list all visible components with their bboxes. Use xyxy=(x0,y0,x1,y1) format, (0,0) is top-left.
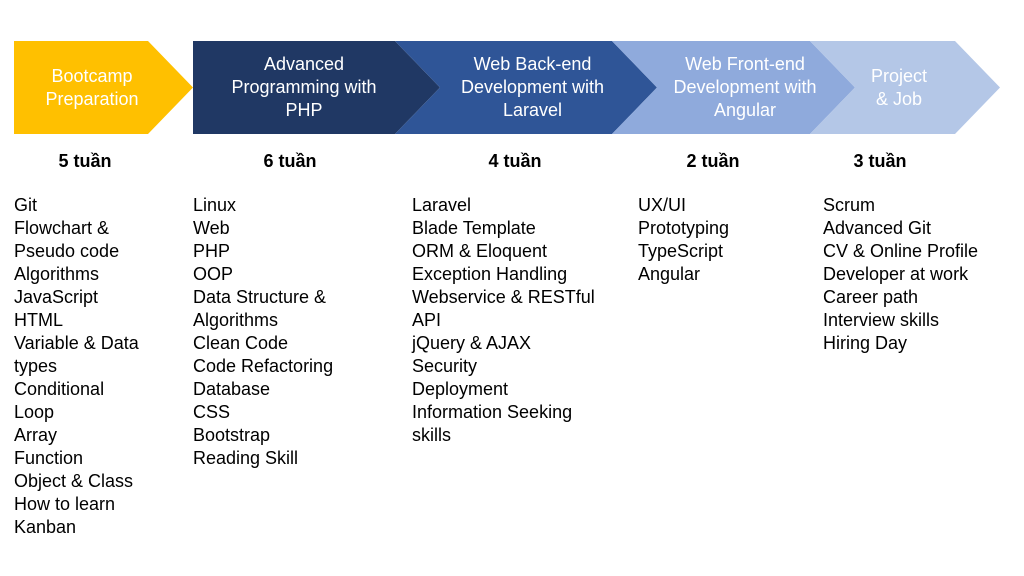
stage-chevron-5 xyxy=(810,41,1000,134)
topic-item: Flowchart & Pseudo code xyxy=(14,218,120,261)
stage-chevron-4 xyxy=(612,41,855,134)
topic-item: Database xyxy=(193,379,271,399)
topic-item: Array xyxy=(14,425,58,445)
topic-item: HTML xyxy=(14,310,63,330)
stage-title-1: Bootcamp Preparation xyxy=(45,65,139,109)
topic-item: Function xyxy=(14,448,84,468)
topic-item: Code Refactoring xyxy=(193,356,334,376)
topic-item: Conditional xyxy=(14,379,105,399)
stage-title-3: Web Back-end Development with Laravel xyxy=(460,54,605,120)
topic-item: JavaScript xyxy=(14,287,99,307)
topic-item: Variable & Data types xyxy=(14,333,139,376)
topic-item: Career path xyxy=(823,287,919,307)
topic-item: Security xyxy=(412,356,478,376)
topic-item: Git xyxy=(14,195,38,215)
topic-item: Advanced Git xyxy=(823,218,932,238)
topic-item: Bootstrap xyxy=(193,425,271,445)
topic-item: Angular xyxy=(638,264,701,284)
topic-item: Web xyxy=(193,218,230,238)
stage-duration-4: 2 tuần xyxy=(686,151,740,171)
topic-item: Hiring Day xyxy=(823,333,908,353)
topic-item: Linux xyxy=(193,195,237,215)
stage-title-5: Project & Job xyxy=(870,65,928,109)
stage-chevron-3 xyxy=(395,41,657,134)
stage-duration-2: 6 tuần xyxy=(263,151,317,171)
stage-chevron-2 xyxy=(193,41,440,134)
topic-item: Data Structure & Algorithms xyxy=(193,287,327,330)
topic-item: PHP xyxy=(193,241,231,261)
topic-item: Webservice & RESTful API xyxy=(412,287,595,330)
topic-item: Clean Code xyxy=(193,333,289,353)
stage-title-2: Advanced Programming with PHP xyxy=(231,54,377,120)
topic-item: Blade Template xyxy=(412,218,536,238)
stage-chevron-1 xyxy=(14,41,193,134)
topic-item: Kanban xyxy=(14,517,77,537)
topic-item: OOP xyxy=(193,264,234,284)
topic-item: CV & Online Profile xyxy=(823,241,979,261)
topic-item: CSS xyxy=(193,402,231,422)
topic-item: Prototyping xyxy=(638,218,730,238)
topic-item: Exception Handling xyxy=(412,264,568,284)
topic-item: How to learn xyxy=(14,494,116,514)
topic-item: UX/UI xyxy=(638,195,687,215)
topic-item: jQuery & AJAX xyxy=(412,333,532,353)
topic-item: TypeScript xyxy=(638,241,724,261)
topic-item: Laravel xyxy=(412,195,472,215)
stage-duration-5: 3 tuần xyxy=(853,151,907,171)
stage-title-4: Web Front-end Development with Angular xyxy=(673,54,817,120)
topic-item: Developer at work xyxy=(823,264,969,284)
topic-item: Object & Class xyxy=(14,471,134,491)
stage-duration-1: 5 tuần xyxy=(58,151,112,171)
topic-item: Scrum xyxy=(823,195,876,215)
stage-duration-3: 4 tuần xyxy=(488,151,542,171)
topic-item: ORM & Eloquent xyxy=(412,241,548,261)
topic-item: Deployment xyxy=(412,379,509,399)
topic-item: Algorithms xyxy=(14,264,100,284)
topic-item: Reading Skill xyxy=(193,448,299,468)
topic-item: Loop xyxy=(14,402,55,422)
topic-item: Interview skills xyxy=(823,310,940,330)
topic-item: Information Seeking skills xyxy=(412,402,573,445)
